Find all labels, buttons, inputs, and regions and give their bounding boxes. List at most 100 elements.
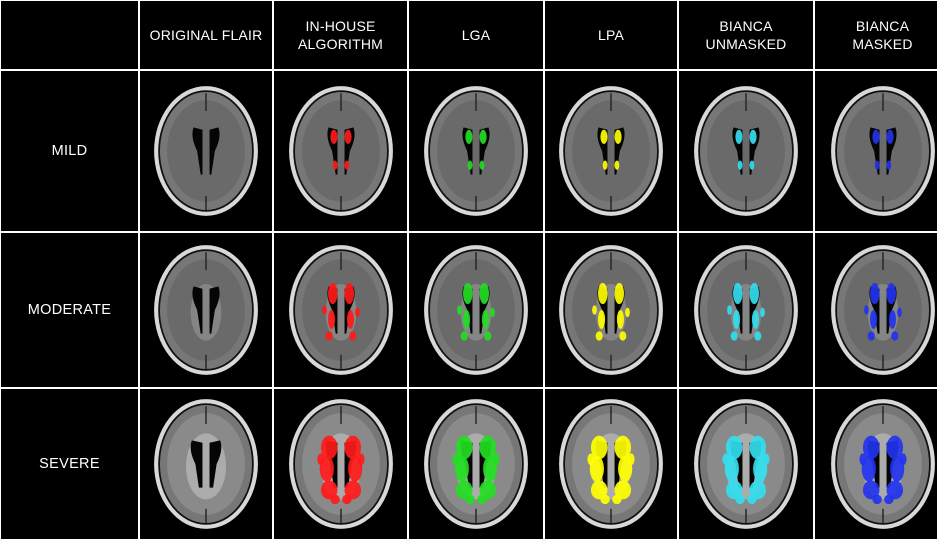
lesion-segmentation — [886, 130, 893, 144]
lesion-segmentation — [600, 495, 609, 504]
lesion-segmentation — [349, 331, 356, 340]
lesion-segmentation — [754, 331, 761, 340]
mri-slice-graphic — [147, 393, 265, 535]
lesion-segmentation — [859, 453, 866, 465]
lesion-segmentation — [619, 331, 626, 340]
lesion-segmentation — [328, 283, 337, 304]
mri-slice-graphic — [824, 80, 937, 222]
lesion-segmentation — [598, 283, 607, 304]
lesion-segmentation — [325, 331, 332, 340]
mri-slice-graphic — [282, 393, 400, 535]
lesion-segmentation — [355, 308, 360, 317]
mri-severe-lpa — [545, 389, 677, 539]
mri-slice-graphic — [552, 80, 670, 222]
lesion-segmentation — [357, 453, 364, 465]
lesion-segmentation — [465, 495, 474, 504]
mri-slice-graphic — [824, 239, 937, 381]
lesion-segmentation — [480, 283, 489, 304]
row-label-moderate: MODERATE — [1, 233, 138, 387]
lesion-segmentation — [587, 453, 594, 465]
corner-cell — [1, 1, 138, 69]
lesion-segmentation — [733, 283, 742, 304]
lesion-segmentation — [727, 305, 732, 314]
lesion-segmentation — [317, 453, 324, 465]
mri-slice-graphic — [282, 80, 400, 222]
lesion-segmentation — [457, 305, 462, 314]
mri-slice-graphic — [282, 239, 400, 381]
lesion-segmentation — [750, 160, 755, 169]
lesion-segmentation — [596, 331, 603, 340]
column-header-in-house-algorithm: IN-HOUSE ALGORITHM — [274, 1, 407, 69]
lesion-segmentation — [886, 283, 895, 304]
mri-moderate-lpa — [545, 233, 677, 387]
lesion-segmentation — [731, 331, 738, 340]
mri-slice-graphic — [552, 393, 670, 535]
mri-slice-graphic — [147, 239, 265, 381]
mri-mild-lga — [409, 71, 543, 231]
lesion-segmentation — [603, 160, 608, 169]
mri-moderate-bianca-unmasked — [679, 233, 813, 387]
mri-slice-graphic — [552, 239, 670, 381]
mri-slice-graphic — [687, 239, 805, 381]
mri-slice-graphic — [417, 239, 535, 381]
lesion-segmentation — [897, 308, 902, 317]
lesion-segmentation — [722, 453, 729, 465]
lesion-segmentation — [598, 310, 605, 329]
lesion-segmentation — [330, 495, 339, 504]
mri-mild-bianca-masked — [815, 71, 937, 231]
lesion-segmentation — [346, 310, 353, 329]
mri-moderate-in-house-algorithm — [274, 233, 407, 387]
mri-severe-in-house-algorithm — [274, 389, 407, 539]
lesion-segmentation — [344, 283, 353, 304]
lesion-segmentation — [468, 160, 473, 169]
lesion-segmentation — [625, 308, 630, 317]
lesion-segmentation — [899, 453, 906, 465]
mri-mild-in-house-algorithm — [274, 71, 407, 231]
lesion-segmentation — [735, 495, 744, 504]
lesion-segmentation — [477, 495, 486, 504]
mri-severe-lga — [409, 389, 543, 539]
mri-moderate-original-flair — [140, 233, 272, 387]
mri-severe-original-flair — [140, 389, 272, 539]
mri-slice-graphic — [687, 80, 805, 222]
white-matter — [167, 100, 245, 201]
lesion-segmentation — [328, 310, 335, 329]
mri-severe-bianca-unmasked — [679, 389, 813, 539]
lesion-segmentation — [344, 160, 349, 169]
lesion-segmentation — [615, 130, 622, 144]
lesion-segmentation — [482, 310, 489, 329]
lesion-segmentation — [752, 310, 759, 329]
lesion-segmentation — [872, 495, 881, 504]
lesion-segmentation — [480, 130, 487, 144]
lesion-segmentation — [600, 130, 607, 144]
mri-mild-bianca-unmasked — [679, 71, 813, 231]
lesion-segmentation — [874, 160, 879, 169]
mri-slice-graphic — [417, 80, 535, 222]
lesion-segmentation — [332, 160, 337, 169]
white-matter — [844, 100, 922, 201]
lesion-segmentation — [330, 130, 337, 144]
lesion-segmentation — [735, 130, 742, 144]
white-matter — [437, 100, 515, 201]
mri-mild-lpa — [545, 71, 677, 231]
mri-severe-bianca-masked — [815, 389, 937, 539]
column-header-bianca-masked: BIANCA MASKED — [815, 1, 937, 69]
lesion-segmentation — [891, 331, 898, 340]
lesion-segmentation — [461, 331, 468, 340]
white-matter — [302, 100, 380, 201]
lesion-segmentation — [615, 160, 620, 169]
white-matter — [707, 100, 785, 201]
lesion-segmentation — [738, 160, 743, 169]
lesion-segmentation — [628, 453, 635, 465]
lesion-segmentation — [750, 283, 759, 304]
lesion-segmentation — [733, 310, 740, 329]
lesion-segmentation — [763, 453, 770, 465]
lesion-segmentation — [592, 305, 597, 314]
lesion-segmentation — [480, 160, 485, 169]
lesion-segmentation — [452, 453, 459, 465]
lesion-segmentation — [750, 130, 757, 144]
lesion-segmentation — [872, 130, 879, 144]
mri-moderate-bianca-masked — [815, 233, 937, 387]
lesion-segmentation — [867, 331, 874, 340]
